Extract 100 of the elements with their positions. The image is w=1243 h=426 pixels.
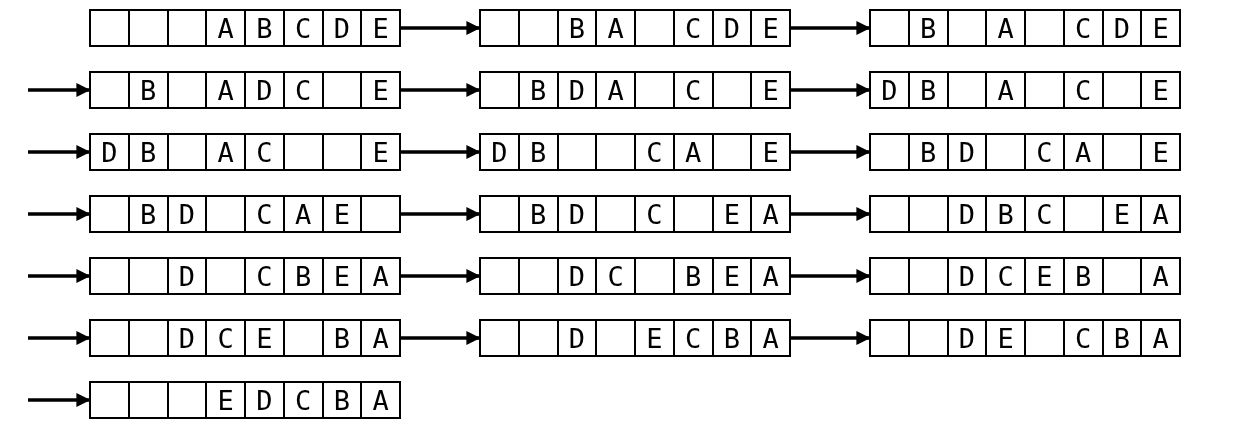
cell-letter: D <box>568 262 585 290</box>
array-box <box>89 195 401 233</box>
cell-letter: E <box>723 262 740 290</box>
arrow <box>401 269 481 283</box>
cell-letter: B <box>1075 262 1092 290</box>
cell-letter: A <box>1152 324 1169 352</box>
cell-letter: E <box>1152 76 1169 104</box>
cell-letter: D <box>101 138 118 166</box>
array-box <box>869 319 1181 357</box>
cell-letter: D <box>568 200 585 228</box>
cell-letter: C <box>295 386 312 414</box>
array-box <box>479 195 791 233</box>
arrow <box>401 83 481 97</box>
cell-letter: D <box>958 262 975 290</box>
cell-letter: B <box>530 76 547 104</box>
cell-letter: D <box>723 14 740 42</box>
array-box <box>479 9 791 47</box>
cell-letter: C <box>685 324 702 352</box>
cell-letter: D <box>958 324 975 352</box>
cell-letter: E <box>1036 262 1053 290</box>
arrow <box>791 269 871 283</box>
cell-letter: A <box>1152 262 1169 290</box>
arrow <box>791 207 871 221</box>
array-box <box>869 195 1181 233</box>
arrow <box>28 269 91 283</box>
array-box <box>89 257 401 295</box>
cell-letter: D <box>568 76 585 104</box>
cell-letter: A <box>997 14 1014 42</box>
cell-letter: A <box>607 14 624 42</box>
cell-letter: E <box>333 200 350 228</box>
cell-letter: C <box>1036 200 1053 228</box>
arrow <box>28 393 91 407</box>
cell-letter: E <box>372 76 389 104</box>
array-box <box>479 257 791 295</box>
cell-letter: B <box>140 76 157 104</box>
cell-letter: C <box>217 324 234 352</box>
array-box <box>869 133 1181 171</box>
cell-letter: C <box>256 262 273 290</box>
cell-letter: B <box>333 324 350 352</box>
cell-letter: E <box>372 14 389 42</box>
cell-letter: A <box>217 76 234 104</box>
cell-letter: A <box>762 200 779 228</box>
cell-letter: A <box>762 262 779 290</box>
cell-letter: B <box>685 262 702 290</box>
cell-letter: E <box>762 14 779 42</box>
cell-letter: A <box>997 76 1014 104</box>
cell-letter: B <box>723 324 740 352</box>
cell-letter: E <box>1113 200 1130 228</box>
cell-letter: A <box>217 14 234 42</box>
cell-letter: C <box>607 262 624 290</box>
arrow <box>401 145 481 159</box>
cell-letter: D <box>178 262 195 290</box>
array-box <box>89 71 401 109</box>
cell-letter: B <box>530 138 547 166</box>
cell-letter: E <box>1152 138 1169 166</box>
cell-letter: A <box>762 324 779 352</box>
cell-letter: B <box>568 14 585 42</box>
cell-letter: C <box>646 200 663 228</box>
array-box <box>479 319 791 357</box>
cell-letter: E <box>762 76 779 104</box>
array-box <box>89 319 401 357</box>
cell-letter: B <box>530 200 547 228</box>
cell-letter: E <box>372 138 389 166</box>
array-box <box>89 9 401 47</box>
cell-letter: D <box>958 138 975 166</box>
cell-letter: B <box>333 386 350 414</box>
array-box <box>479 133 791 171</box>
cell-letter: C <box>685 14 702 42</box>
cell-letter: C <box>1075 76 1092 104</box>
arrow <box>28 331 91 345</box>
cell-letter: B <box>920 138 937 166</box>
cell-letter: C <box>295 76 312 104</box>
cell-letter: D <box>256 76 273 104</box>
cell-letter: B <box>920 14 937 42</box>
cell-letter: E <box>1152 14 1169 42</box>
arrow <box>401 21 481 35</box>
cell-letter: A <box>607 76 624 104</box>
cell-letter: A <box>372 262 389 290</box>
cell-letter: D <box>333 14 350 42</box>
cell-letter: D <box>491 138 508 166</box>
cell-letter: B <box>997 200 1014 228</box>
cell-letter: C <box>256 200 273 228</box>
cell-letter: A <box>217 138 234 166</box>
cell-letter: E <box>762 138 779 166</box>
cell-letter: B <box>140 200 157 228</box>
arrow <box>791 21 871 35</box>
cell-letter: B <box>1113 324 1130 352</box>
cell-letter: A <box>1075 138 1092 166</box>
cell-letter: E <box>217 386 234 414</box>
arrow <box>791 83 871 97</box>
arrow <box>401 331 481 345</box>
cell-letter: B <box>256 14 273 42</box>
cell-letter: C <box>1075 14 1092 42</box>
array-box <box>869 257 1181 295</box>
cell-letter: E <box>333 262 350 290</box>
arrow <box>28 207 91 221</box>
cell-letter: D <box>881 76 898 104</box>
array-box <box>869 9 1181 47</box>
arrow <box>791 145 871 159</box>
cell-letter: D <box>178 200 195 228</box>
